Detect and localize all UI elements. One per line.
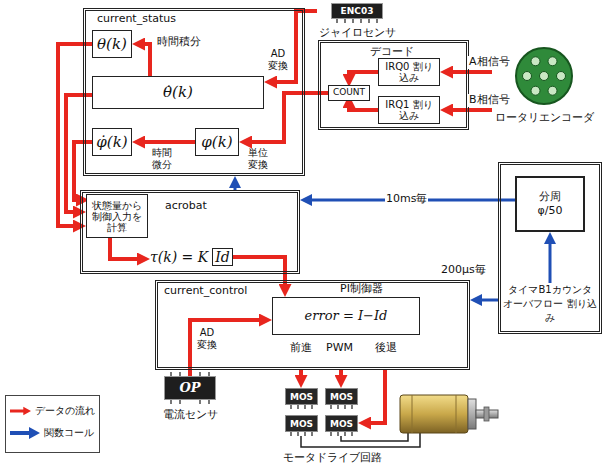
module-title: acrobat [165, 199, 207, 212]
legend-swatch [10, 427, 40, 439]
block-name: PI制御器 [340, 283, 383, 296]
module-box: acrobat 状態量から 制御入力を 計算 τ(k) = KId [80, 190, 300, 274]
gyro-pins [337, 19, 377, 23]
edge-label: A相信号 [468, 56, 511, 69]
encoder-hole [523, 72, 532, 81]
edge-label: 10ms毎 [385, 193, 428, 206]
encoder-hole [548, 57, 557, 66]
encoder-hole [540, 72, 549, 81]
conversion-note: AD 変換 [196, 327, 218, 350]
legend-row: 関数コール [10, 426, 95, 440]
chip-label: OP [164, 376, 216, 400]
module-title: デコード [321, 44, 463, 59]
gyro-sensor: ENC03 ジャイロセンサ [317, 3, 397, 40]
node-label: φ/50 [538, 204, 563, 218]
chip-label: ENC03 [331, 3, 383, 19]
node-label: IRQ0 割り込み [382, 61, 436, 83]
motor-wires [301, 433, 420, 447]
mosfet-chip: MOS [325, 388, 358, 405]
function-call-arrow [482, 299, 498, 302]
node-label: MOS [330, 392, 353, 402]
node-label: θ(k) [97, 36, 127, 53]
encoder-name: ロータリエンコーダ [495, 110, 594, 125]
encoder-body [516, 48, 572, 104]
legend-text: データの流れ [35, 404, 95, 418]
data-flow-arrow [145, 140, 195, 144]
state-box: θ̇(k) [92, 76, 264, 109]
encoder-hole [557, 72, 566, 81]
data-flow-arrow [145, 44, 150, 76]
mosfet-chip: MOS [285, 388, 318, 405]
data-flow-arrow [371, 370, 385, 423]
current-box: Id [212, 248, 233, 266]
module-title: current_status [97, 12, 176, 25]
signal-name: PWM [326, 342, 353, 355]
legend-arrow [10, 427, 40, 439]
node-label: φ̇(k) [96, 134, 127, 151]
counter-box: COUNT [328, 85, 370, 101]
current-sensor: OP 電流センサ [158, 376, 222, 422]
node-label: φ(k) [201, 134, 232, 151]
data-flow-arrow [453, 70, 492, 74]
legend-swatch [10, 405, 31, 417]
torque-formula: τ(k) = KId [150, 248, 233, 266]
interrupt-box: IRQ0 割り込み [378, 58, 440, 86]
node-label: 状態量から 制御入力を 計算 [90, 200, 144, 233]
node-label: COUNT [333, 88, 365, 98]
node-label: MOS [290, 392, 313, 402]
legend-arrow [10, 407, 31, 415]
encoder-hole [531, 57, 540, 66]
sensor-name: ジャイロセンサ [319, 25, 396, 40]
node-label: MOS [290, 419, 313, 429]
edge-label: 時間積分 [156, 36, 202, 49]
edge-label: 単位 変換 [246, 147, 270, 170]
encoder-hole [548, 86, 557, 95]
legend-row: データの流れ [10, 404, 95, 418]
module-box: current_status θ(k) θ̇(k) φ̇(k) φ(k) [83, 8, 305, 176]
node-label: error = I−Id [305, 309, 388, 323]
formula-text: τ(k) = K [150, 249, 208, 265]
module-box: current_controlerror = I−Id [155, 280, 470, 370]
circuit-name: モータドライブ回路 [283, 452, 382, 465]
legend-box: データの流れ関数コール [5, 395, 100, 453]
divider-box: 分周φ/50 [515, 176, 585, 232]
function-call-arrow [549, 244, 552, 283]
data-flow-arrow [277, 11, 317, 82]
sensor-name: 電流センサ [163, 407, 218, 422]
mosfet-chip: MOS [285, 415, 318, 432]
data-flow-arrow [339, 370, 343, 375]
data-flow-arrow [453, 108, 492, 112]
state-box: θ(k) [92, 30, 132, 58]
data-flow-arrow [349, 108, 378, 110]
timer-box: タイマB1カウンタ オーバフロー 割り込み 分周φ/50 [498, 162, 602, 334]
interrupt-box: IRQ1 割り込み [378, 96, 440, 124]
process-box: 状態量から 制御入力を 計算 [86, 194, 148, 238]
module-title: current_control [164, 284, 247, 297]
legend-text: 関数コール [44, 426, 94, 440]
conversion-note: AD 変換 [266, 48, 290, 71]
encoder-disc [514, 46, 574, 106]
node-label: θ̇(k) [163, 84, 193, 101]
signal-name: 前進 [290, 342, 312, 355]
controller-box: error = I−Id [272, 297, 420, 335]
motor [400, 395, 498, 433]
encoder-hole [531, 86, 540, 95]
state-box: φ̇(k) [92, 128, 132, 156]
node-label: MOS [330, 419, 353, 429]
signal-name: 後退 [375, 342, 397, 355]
mosfet-chip: MOS [325, 415, 358, 432]
module-box: デコード IRQ0 割り込み IRQ1 割り込み COUNT [318, 40, 469, 130]
data-flow-arrow [299, 370, 303, 375]
node-label: IRQ1 割り込み [382, 99, 436, 121]
edge-label: 200μs毎 [440, 264, 487, 277]
timer-text: タイマB1カウンタ オーバフロー 割り込み [503, 283, 597, 325]
data-flow-arrow [110, 238, 137, 259]
edge-label: B相信号 [468, 94, 511, 107]
node-label: 分周 [539, 190, 561, 204]
state-box: φ(k) [195, 128, 239, 156]
edge-label: 時間 微分 [150, 147, 174, 170]
data-flow-arrow [349, 72, 378, 74]
